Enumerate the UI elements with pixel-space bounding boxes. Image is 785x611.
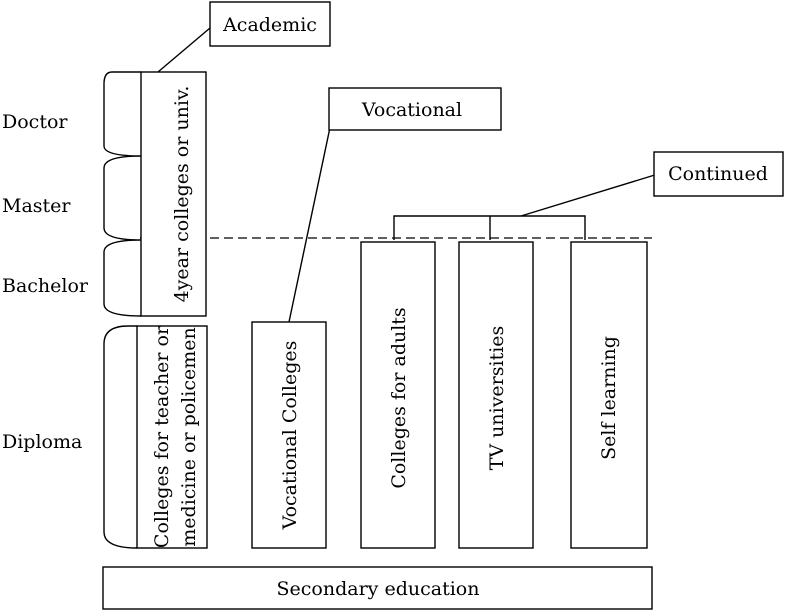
university-box	[140, 71, 207, 317]
level-diploma-label: Diploma	[2, 431, 82, 453]
level-doctor-label: Doctor	[2, 111, 68, 133]
level-master-label: Master	[2, 195, 71, 217]
adult-colleges-label: Colleges for adults	[388, 307, 410, 488]
academic-callout-box	[209, 1, 331, 47]
self-learning-label: Self learning	[598, 336, 620, 460]
self-learning-box	[570, 241, 648, 549]
specialized-colleges-label-line1: Colleges for teacher or	[151, 325, 173, 548]
continued-callout-leader	[520, 173, 659, 217]
tv-universities-label: TV universities	[486, 326, 508, 471]
vocational-colleges-box	[251, 321, 327, 549]
university-label: 4year colleges or univ.	[171, 86, 193, 303]
adult-colleges-box	[360, 241, 436, 549]
academic-callout-label: Academic	[222, 14, 317, 36]
vocational-callout-label: Vocational	[361, 99, 462, 121]
academic-level-bracket	[103, 71, 142, 317]
continued-callout-label: Continued	[668, 163, 768, 185]
vocational-colleges-label: Vocational Colleges	[279, 341, 301, 531]
specialized-colleges-bracket	[103, 325, 138, 549]
specialized-colleges-box	[136, 325, 208, 549]
level-bachelor-label: Bachelor	[2, 275, 89, 297]
continued-education-bracket	[393, 215, 586, 240]
academic-callout-leader	[157, 27, 211, 73]
secondary-education-label: Secondary education	[277, 578, 480, 600]
vocational-callout-leader	[288, 117, 333, 323]
secondary-education-box	[102, 566, 653, 610]
vocational-callout-box	[328, 87, 502, 131]
continued-callout-box	[653, 151, 784, 197]
specialized-colleges-label-line2: medicine or policemen	[178, 327, 200, 546]
tv-universities-box	[458, 241, 534, 549]
